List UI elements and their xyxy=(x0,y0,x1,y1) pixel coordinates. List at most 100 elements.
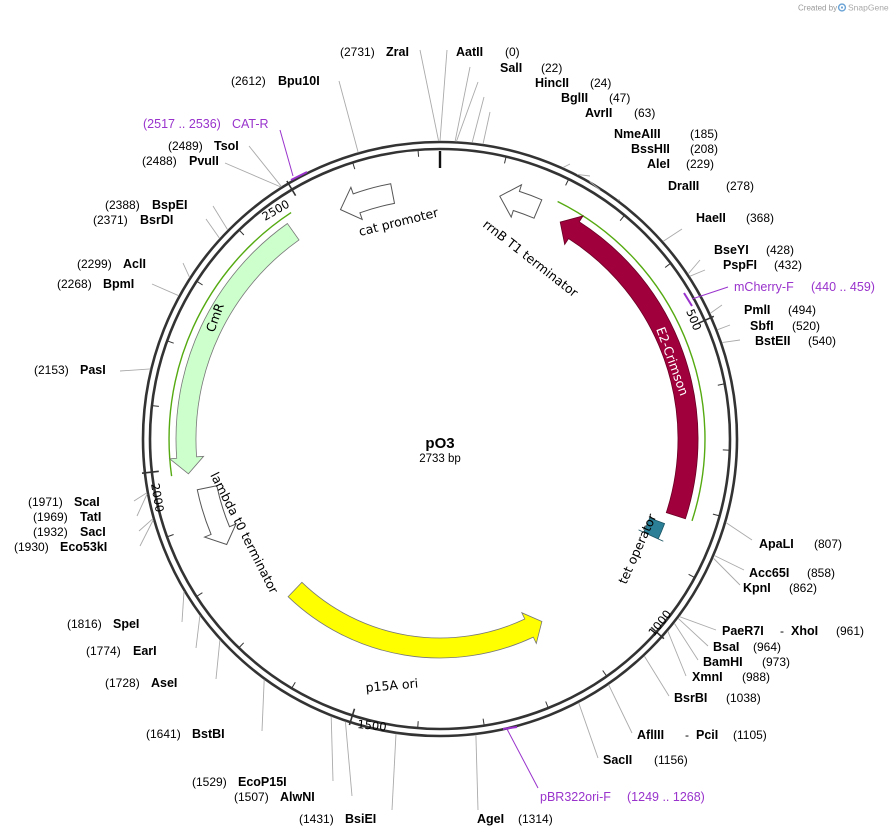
enzyme-pasi-pos: (2153) xyxy=(34,363,69,377)
minor-tick xyxy=(166,340,174,344)
enzyme-nmeaiii-name[interactable]: NmeAIII xyxy=(614,127,661,141)
enzyme-leader-line xyxy=(215,639,221,680)
enzyme-leader-line xyxy=(212,205,229,231)
enzyme-agei-name[interactable]: AgeI xyxy=(477,812,504,826)
enzyme-apali-name[interactable]: ApaLI xyxy=(759,537,794,551)
enzyme-eco53ki-name[interactable]: Eco53kI xyxy=(60,540,107,554)
enzyme-pmli-name[interactable]: PmlI xyxy=(744,303,770,317)
enzyme-xhoi-pos: (961) xyxy=(836,624,864,638)
enzyme-leader-line xyxy=(475,734,479,811)
enzyme-eari-name[interactable]: EarI xyxy=(133,644,157,658)
feature-e2-crimson[interactable] xyxy=(559,215,699,520)
enzyme-pcii-name[interactable]: PciI xyxy=(696,728,718,742)
enzyme-leader-line xyxy=(712,557,741,586)
enzyme-haeii-name[interactable]: HaeII xyxy=(696,211,726,225)
enzyme-tati-name[interactable]: TatI xyxy=(80,510,101,524)
enzyme-acli-name[interactable]: AclI xyxy=(123,257,146,271)
feature-cmr[interactable] xyxy=(168,222,300,475)
major-tick xyxy=(650,626,665,640)
enzyme-bamhi-name[interactable]: BamHI xyxy=(703,655,743,669)
enzyme-acc65i-name[interactable]: Acc65I xyxy=(749,566,789,580)
enzyme-bpu10i-name[interactable]: Bpu10I xyxy=(278,74,320,88)
enzyme-kpni-name[interactable]: KpnI xyxy=(743,581,771,595)
enzyme-leader-line xyxy=(133,492,148,502)
enzyme-bseyi-name[interactable]: BseYI xyxy=(714,243,749,257)
enzyme-hincii-name[interactable]: HincII xyxy=(535,76,569,90)
enzyme-leader-line xyxy=(248,145,282,187)
primer-labels: (2517 .. 2536) CAT-R mCherry-F (440 .. 4… xyxy=(143,117,875,804)
enzyme-sali-name[interactable]: SalI xyxy=(500,61,522,75)
enzyme-pvuii-name[interactable]: PvuII xyxy=(189,154,219,168)
minor-tick xyxy=(688,573,695,579)
enzyme-scai-name[interactable]: ScaI xyxy=(74,495,100,509)
enzyme-leader-line xyxy=(721,339,741,344)
enzyme-aatii-name[interactable]: AatII xyxy=(456,45,483,59)
minor-tick xyxy=(151,405,159,407)
enzyme-bsiei-pos: (1431) xyxy=(299,812,334,826)
feature-cat-promoter[interactable] xyxy=(339,183,396,221)
credit-brand: SnapGene xyxy=(848,3,889,13)
minor-tick xyxy=(619,214,625,222)
enzyme-pspfi-name[interactable]: PspFI xyxy=(723,258,757,272)
feature-tet-operator[interactable] xyxy=(638,517,666,542)
feature-lambda-t0-terminator[interactable] xyxy=(196,485,237,546)
minor-tick xyxy=(238,642,245,649)
enzyme-alwni-name[interactable]: AlwNI xyxy=(280,790,315,804)
enzyme-asei-name[interactable]: AseI xyxy=(151,676,177,690)
credit-text: Created by xyxy=(798,4,837,13)
enzyme-bsai-name[interactable]: BsaI xyxy=(713,640,739,654)
enzyme-draiii-name[interactable]: DraIII xyxy=(668,179,699,193)
enzyme-bsrdi-name[interactable]: BsrDI xyxy=(140,213,173,227)
enzyme-bpmi-name[interactable]: BpmI xyxy=(103,277,134,291)
cat-r-primer-mark[interactable] xyxy=(290,171,308,181)
plasmid-title-group: pO3 2733 bp xyxy=(419,435,461,465)
tick-label-1500: 1500 xyxy=(357,717,388,734)
mcherry-f-primer-name[interactable]: mCherry-F xyxy=(734,280,794,294)
enzyme-bsiei-name[interactable]: BsiEI xyxy=(345,812,376,826)
pbr322ori-f-primer-name[interactable]: pBR322ori-F xyxy=(540,790,611,804)
feature-p15a-ori[interactable] xyxy=(287,581,543,659)
minor-tick xyxy=(712,513,720,517)
enzyme-bsshii-name[interactable]: BssHII xyxy=(631,142,670,156)
enzyme-zrai-name[interactable]: ZraI xyxy=(386,45,409,59)
minor-tick xyxy=(664,262,672,268)
enzyme-tsoi-name[interactable]: TsoI xyxy=(214,139,239,153)
enzyme-leader-line xyxy=(578,702,599,759)
enzyme-leader-line xyxy=(181,591,185,623)
major-tick xyxy=(348,708,356,726)
tet-operator-label: tet operator xyxy=(615,511,660,587)
enzyme-leader-line xyxy=(330,716,334,782)
enzyme-paer7i-name[interactable]: PaeR7I xyxy=(722,624,764,638)
enzyme-sbfi-name[interactable]: SbfI xyxy=(750,319,774,333)
enzyme-leader-line xyxy=(455,81,479,142)
enzyme-leader-line xyxy=(717,324,731,331)
enzyme-haeii-pos: (368) xyxy=(746,211,774,225)
enzyme-saci-name[interactable]: SacI xyxy=(80,525,106,539)
enzyme-xmni-name[interactable]: XmnI xyxy=(692,670,723,684)
mcherry-f-primer-mark[interactable] xyxy=(683,292,693,307)
enzyme-afliii-name[interactable]: AflIII xyxy=(637,728,664,742)
enzyme-acc65i-pos: (858) xyxy=(807,566,835,580)
enzyme-bstbi-name[interactable]: BstBI xyxy=(192,727,225,741)
major-tick xyxy=(697,315,715,325)
enzyme-bsrbi-name[interactable]: BsrBI xyxy=(674,691,707,705)
enzyme-sacii-name[interactable]: SacII xyxy=(603,753,632,767)
enzyme-bsshii-pos: (208) xyxy=(690,142,718,156)
pbr322ori-f-primer-mark[interactable] xyxy=(502,726,518,730)
enzyme-spei-name[interactable]: SpeI xyxy=(113,617,139,631)
cat-r-primer-leader xyxy=(279,129,294,177)
minor-tick xyxy=(565,178,570,186)
enzyme-ecop15i-name[interactable]: EcoP15I xyxy=(238,775,287,789)
enzyme-bglii-name[interactable]: BglII xyxy=(561,91,588,105)
enzyme-bsteii-name[interactable]: BstEII xyxy=(755,334,790,348)
enzyme-xhoi-name[interactable]: XhoI xyxy=(791,624,818,638)
enzyme-hincii-pos: (24) xyxy=(590,76,611,90)
cat-r-primer-name[interactable]: CAT-R xyxy=(232,117,269,131)
enzyme-alei-name[interactable]: AleI xyxy=(647,157,670,171)
enzyme-leader-line xyxy=(261,679,265,732)
enzyme-pasi-name[interactable]: PasI xyxy=(80,363,106,377)
enzyme-avrii-name[interactable]: AvrII xyxy=(585,106,612,120)
enzyme-bspei-name[interactable]: BspEI xyxy=(152,198,187,212)
feature-rrnb-t1-terminator[interactable] xyxy=(499,183,543,219)
minor-tick xyxy=(196,280,203,286)
